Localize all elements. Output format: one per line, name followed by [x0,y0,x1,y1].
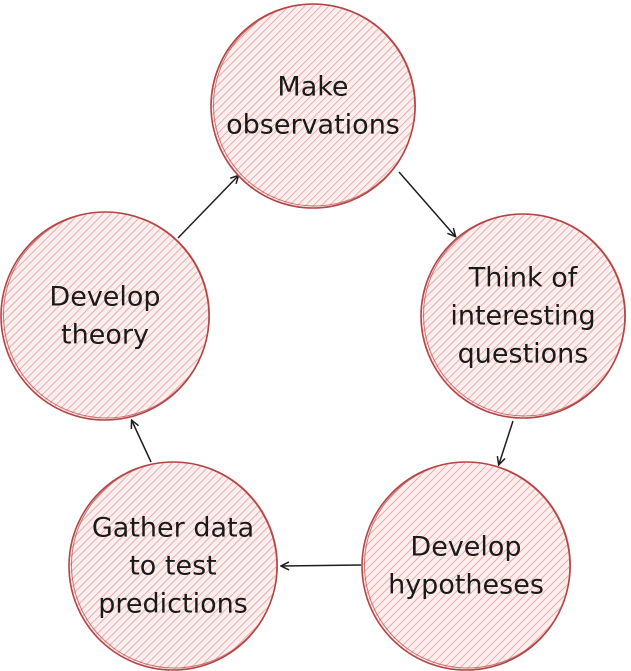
node-think-of-interesting-questions: Think of interesting questions [420,213,626,419]
arrow-gather-data-to-test-predictions-to-develop-theory [132,421,152,463]
node-label-line: Develop [410,532,521,563]
arrow-think-of-interesting-questions-to-develop-hypotheses [499,420,514,464]
node-label-line: hypotheses [388,570,544,601]
node-develop-theory: Develop theory [0,211,210,421]
arrow-make-observations-to-think-of-interesting-questions [398,171,455,236]
node-label-line: questions [458,339,589,370]
node-make-observations: Make observations [210,3,416,209]
node-label-line: interesting [450,301,595,332]
node-outline-sketch [364,461,571,669]
node-outline-sketch [71,461,278,669]
node-label-line: Develop [49,282,160,313]
node-label-line: Make [277,72,348,103]
node-label-line: Think of [468,263,579,294]
node-label-line: to test [129,551,217,582]
node-label-line: observations [226,110,400,141]
node-outline-sketch [3,211,210,419]
node-outline-sketch [213,3,416,207]
node-label-line: Gather data [92,513,254,544]
arrow-develop-theory-to-make-observations [177,176,238,239]
node-outline-sketch [423,213,626,417]
arrow-develop-hypotheses-to-gather-data-to-test-predictions [282,565,362,566]
node-label-line: theory [61,320,149,351]
node-label-line: predictions [98,589,248,620]
edges-layer [132,171,514,566]
